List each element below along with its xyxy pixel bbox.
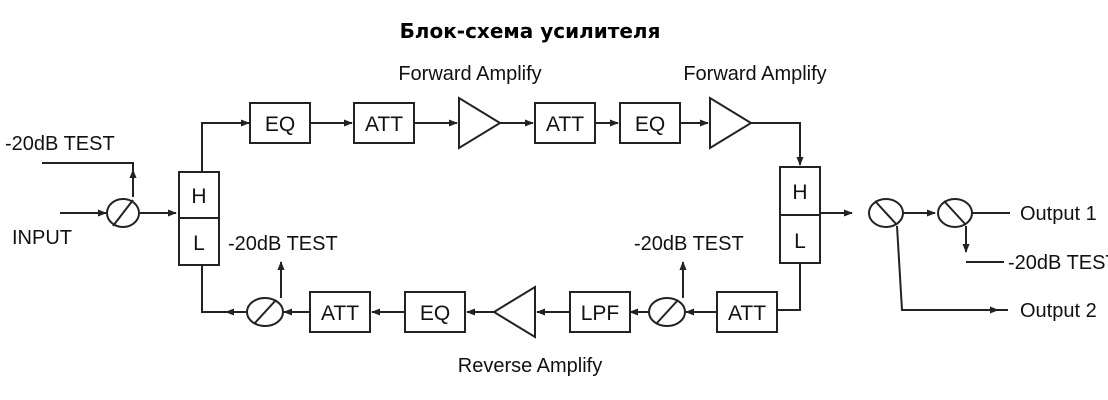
reverse-test-label-2: -20dB TEST <box>228 233 338 255</box>
reverse-test-label-1: -20dB TEST <box>634 233 744 255</box>
output-test-label: -20dB TEST <box>1008 252 1108 274</box>
output-diplexer-h: H <box>792 181 807 204</box>
forward-end-line <box>751 122 804 166</box>
reverse-eq <box>404 291 466 333</box>
output-splitter-slash <box>874 200 898 226</box>
reverse-lpf-label: LPF <box>581 302 620 325</box>
output-1-label: Output 1 <box>1020 203 1097 225</box>
forward-eq-2 <box>619 102 681 144</box>
diagram-title: Блок-схема усилителя <box>400 19 661 43</box>
input-test-label: -20dB TEST <box>5 133 115 155</box>
input-diplexer-h: H <box>191 185 206 208</box>
forward-eq-1-label: EQ <box>265 113 295 136</box>
reverse-att-1-label: ATT <box>728 302 766 325</box>
forward-amplify-label-1: Forward Amplify <box>398 63 541 85</box>
forward-att-1 <box>353 102 415 144</box>
forward-att-2-label: ATT <box>546 113 584 136</box>
forward-eq-1 <box>249 102 311 144</box>
forward-amplify-label-2: Forward Amplify <box>683 63 826 85</box>
reverse-amplifier <box>492 285 536 339</box>
forward-amplifier-1 <box>458 96 502 150</box>
forward-start-line <box>201 119 250 172</box>
forward-att-1-label: ATT <box>365 113 403 136</box>
reverse-att-2-label: ATT <box>321 302 359 325</box>
input-diplexer-l: L <box>193 232 205 255</box>
reverse-coupler-1-slash <box>655 299 679 325</box>
reverse-amplify-label: Reverse Amplify <box>458 355 603 377</box>
reverse-eq-label: EQ <box>420 302 450 325</box>
reverse-coupler-2-slash <box>253 299 277 325</box>
input-coupler-slash <box>112 199 134 227</box>
input-label: INPUT <box>12 227 72 249</box>
output-diplexer-l: L <box>794 230 806 253</box>
output-2-line <box>896 225 999 314</box>
forward-eq-2-label: EQ <box>635 113 665 136</box>
input-test-line <box>42 162 134 178</box>
reverse-lpf <box>569 291 631 333</box>
forward-amplifier-2 <box>709 96 753 150</box>
forward-att-2 <box>534 102 596 144</box>
reverse-start-line <box>769 263 801 314</box>
reverse-att-2 <box>309 291 371 333</box>
reverse-end-line <box>201 265 247 313</box>
output-2-label: Output 2 <box>1020 300 1097 322</box>
output-coupler-slash <box>943 200 967 226</box>
